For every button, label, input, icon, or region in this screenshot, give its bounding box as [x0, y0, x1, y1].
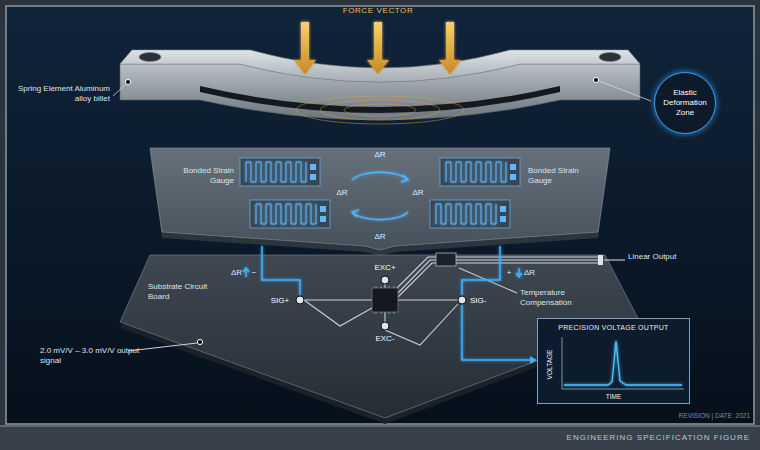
resistance-change: ΔR: [368, 150, 392, 160]
resistance-change: ΔR: [524, 268, 546, 278]
axis-label: VOLTAGE: [545, 340, 554, 390]
axis-label: TIME: [538, 392, 689, 401]
pin-name: SIG+: [268, 296, 292, 306]
chart-axes: [538, 319, 689, 403]
polarity-sign: +: [505, 268, 513, 278]
resistance-change: ΔR: [406, 188, 430, 198]
resistance-change: ΔR: [368, 232, 392, 242]
zone-circle: Elastic Deformation Zone: [654, 72, 716, 134]
revision-note: REVISION | DATE: 2021: [630, 412, 750, 420]
pin-name: SIG-: [470, 296, 494, 306]
part-label: Bonded Strain Gauge: [168, 166, 234, 186]
force-label: FORCE VECTOR: [328, 6, 428, 16]
spec-note: 2.0 mV/V – 3.0 mV/V output signal: [40, 346, 140, 366]
resistance-change: ΔR: [222, 268, 242, 278]
pin-name: EXC+: [372, 263, 398, 273]
chart-title: PRECISION VOLTAGE OUTPUT: [538, 323, 689, 332]
part-label: Linear Output: [628, 252, 684, 262]
part-label: Bonded Strain Gauge: [528, 166, 594, 186]
part-label: Substrate Circuit Board: [148, 282, 212, 302]
chart-panel: PRECISION VOLTAGE OUTPUT VOLTAGE TIME: [537, 318, 690, 404]
resistance-change: ΔR: [330, 188, 354, 198]
zone-label: Elastic Deformation Zone: [658, 88, 712, 118]
part-label: Spring Element Aluminum alloy billet: [14, 84, 110, 104]
figure-caption: ENGINEERING SPECIFICATION FIGURE: [380, 433, 750, 443]
polarity-sign: −: [250, 268, 258, 278]
part-label: Temperature Compensation: [520, 288, 606, 308]
pin-name: EXC-: [372, 334, 398, 344]
